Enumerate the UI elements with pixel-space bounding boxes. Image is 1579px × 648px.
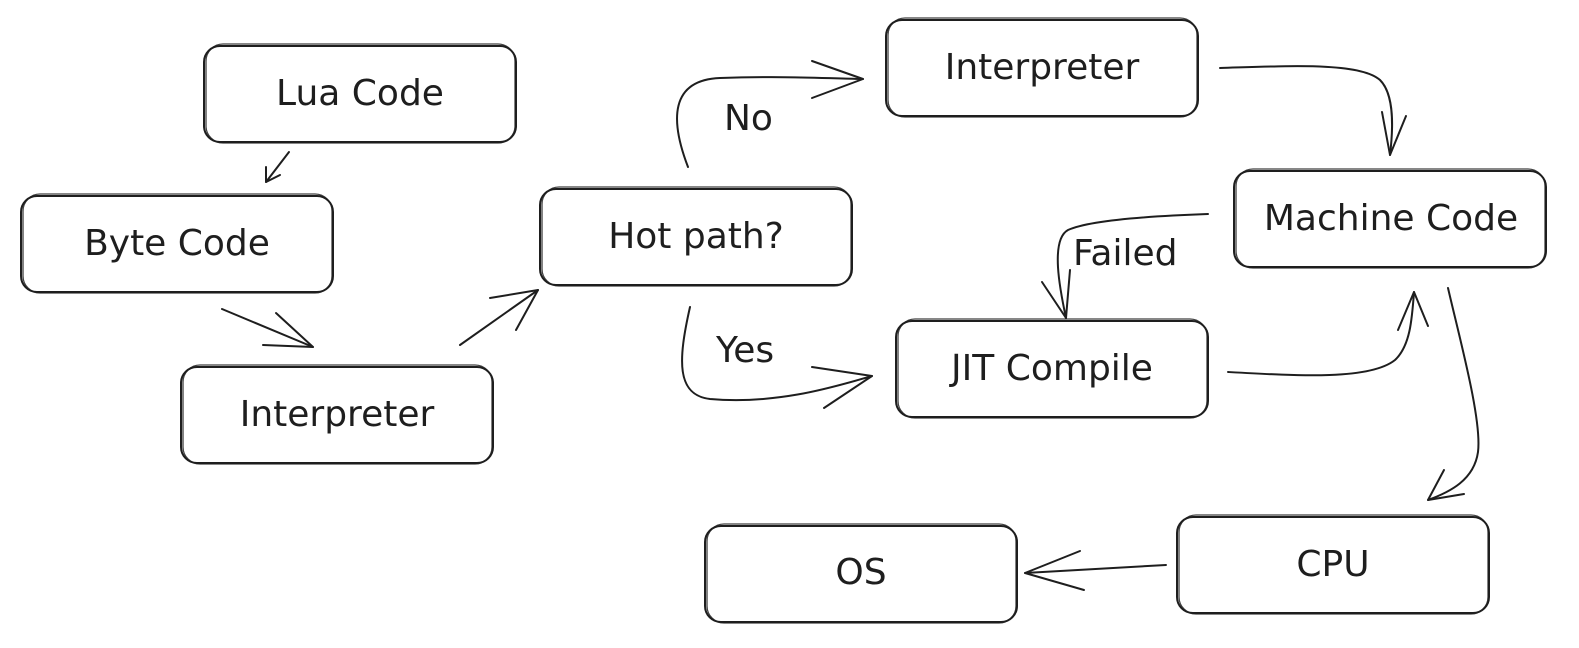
edge-lua-to-bytecode (265, 151, 290, 183)
node-cpu-label: CPU (1296, 544, 1369, 585)
edge-hotpath-to-jit-yes (681, 306, 873, 409)
edge-machinecode-to-cpu (1427, 287, 1480, 501)
node-os: OS (704, 523, 1018, 624)
node-hot-path-label: Hot path? (608, 216, 784, 257)
edge-bytecode-to-interpreter (221, 308, 314, 348)
node-lua-code-label: Lua Code (276, 73, 444, 114)
edge-label-no: No (724, 98, 773, 139)
edge-jit-to-machinecode (1227, 291, 1429, 377)
node-interpreter-2: Interpreter (885, 17, 1199, 118)
node-jit-compile: JIT Compile (895, 318, 1209, 419)
node-cpu: CPU (1176, 514, 1490, 615)
node-interpreter-1-label: Interpreter (240, 394, 435, 435)
node-lua-code: Lua Code (203, 43, 517, 144)
node-os-label: OS (835, 552, 886, 593)
node-hot-path: Hot path? (539, 186, 853, 287)
edge-hotpath-to-interpreter-no (676, 60, 864, 168)
node-jit-compile-label: JIT Compile (949, 348, 1153, 389)
edge-machinecode-to-jit-failed (1041, 213, 1209, 319)
edge-interpreter-to-machinecode (1219, 65, 1407, 156)
edge-label-yes: Yes (715, 330, 774, 371)
node-interpreter-1: Interpreter (180, 364, 494, 465)
edge-interpreter-to-hotpath (459, 289, 539, 346)
node-byte-code-label: Byte Code (84, 223, 270, 264)
node-interpreter-2-label: Interpreter (945, 47, 1140, 88)
edge-label-failed: Failed (1073, 233, 1177, 274)
node-machine-code-label: Machine Code (1264, 198, 1518, 239)
edge-cpu-to-os (1024, 550, 1167, 591)
node-byte-code: Byte Code (20, 193, 334, 294)
node-machine-code: Machine Code (1233, 168, 1547, 269)
